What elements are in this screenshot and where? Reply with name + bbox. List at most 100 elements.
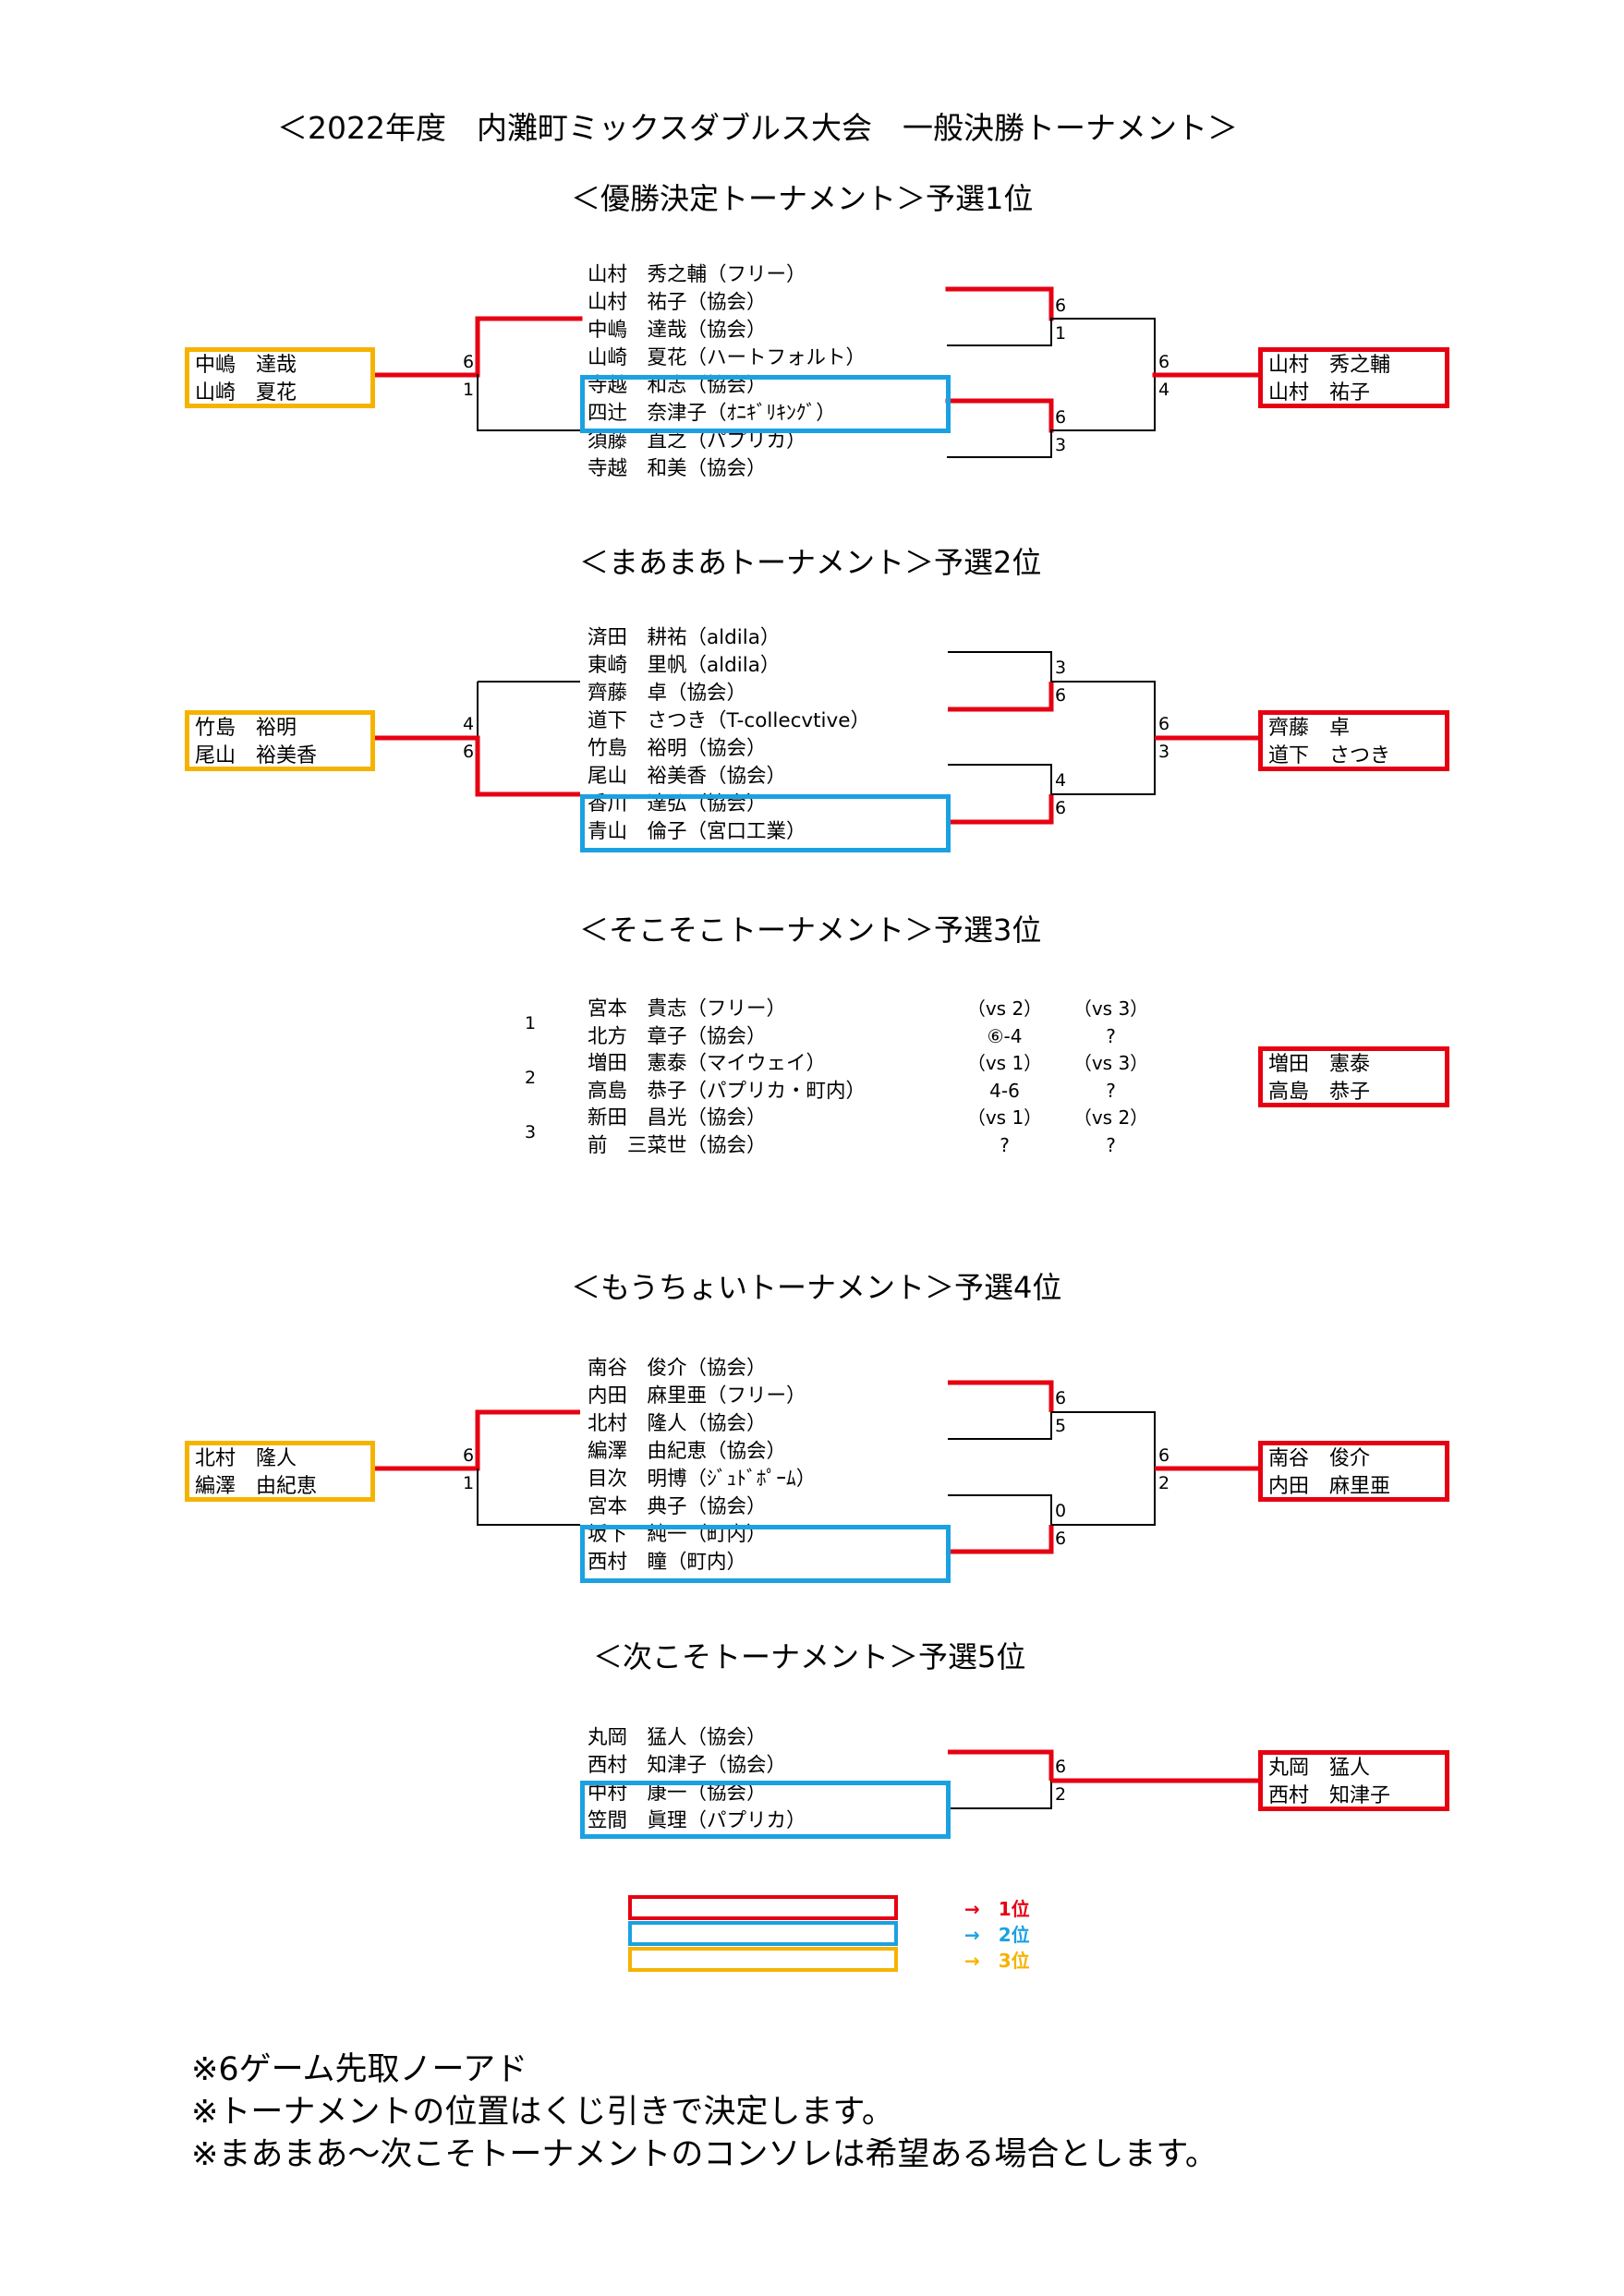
score: 5 (1055, 1416, 1067, 1436)
player-entry: 道下 さつき（T-collecvtive） (588, 709, 870, 732)
player-entry: 中嶋 達哉（協会） (588, 319, 767, 342)
player-entry: 宮本 典子（協会） (588, 1495, 767, 1518)
player-entry: 西村 瞳（町内） (588, 1551, 747, 1574)
score: 3 (1055, 658, 1067, 678)
matrix-row: （vs 1） （vs 2） (951, 1105, 1173, 1132)
team-member: 内田 麻里亜 (1268, 1475, 1391, 1498)
player-entry: 済田 耕祐（aldila） (588, 626, 781, 649)
section-3-title: ＜そこそこトーナメント＞予選3位 (579, 912, 1042, 948)
player-entry: 山崎 夏花（ハートフォルト） (588, 346, 867, 369)
player-entry: 笠間 眞理（パプリカ） (588, 1809, 806, 1832)
player-entry: 寺越 和美（協会） (588, 457, 767, 480)
team-member: 中嶋 達哉 (195, 354, 297, 377)
matrix-cell: 4-6 (989, 1079, 1020, 1102)
player-entry: 宮本 貴志（フリー） (588, 997, 787, 1021)
score: 6 (463, 352, 475, 372)
second-place-highlight (580, 1525, 951, 1583)
score: 6 (1158, 1445, 1170, 1466)
score: 1 (463, 380, 475, 400)
player-entry: 尾山 裕美香（協会） (588, 765, 787, 788)
matrix-cell: （vs 3） (1073, 997, 1149, 1020)
score: 6 (1055, 1388, 1067, 1408)
matrix-cell: ? (1106, 1079, 1116, 1102)
matrix-row: ⑥-4 ? (951, 1023, 1173, 1051)
notes: ※6ゲーム先取ノーアド ※トーナメントの位置はくじ引きで決定します。 ※まあまあ… (191, 2048, 1218, 2176)
matrix-row: 4-6 ? (951, 1078, 1173, 1106)
player-entry: 青山 倫子（宮口工業） (588, 820, 806, 843)
player-entry: 編澤 由紀恵（協会） (588, 1440, 787, 1463)
matrix-cell: （vs 2） (1073, 1106, 1149, 1129)
score: 6 (1055, 798, 1067, 818)
team-member: 南谷 俊介 (1268, 1447, 1371, 1470)
player-entry: 北方 章子（協会） (588, 1024, 767, 1048)
player-entry: 新田 昌光（協会） (588, 1106, 767, 1130)
score: 3 (1158, 742, 1170, 762)
score: 6 (1055, 407, 1067, 428)
player-entry: 東崎 里帆（aldila） (588, 654, 781, 677)
matrix-cell: ? (1106, 1133, 1116, 1156)
matrix-cell: ? (1106, 1024, 1116, 1047)
player-entry: 増田 憲泰（マイウェイ） (588, 1052, 827, 1075)
section-1-player-list: 山村 秀之輔（フリー） 山村 祐子（協会） 中嶋 達哉（協会） 山崎 夏花（ハー… (588, 261, 866, 483)
bracket-4-lines (374, 1380, 1258, 1554)
team-member: 北村 隆人 (195, 1447, 297, 1470)
page-title: ＜2022年度 内灘町ミックスダブルス大会 一般決勝トーナメント＞ (277, 110, 1238, 146)
legend-third-label: → 3位 (964, 1950, 1030, 1972)
pair-number: 2 (525, 1068, 537, 1088)
matrix-cell: （vs 3） (1073, 1052, 1149, 1074)
score: 6 (1158, 352, 1170, 372)
third-place-team: 竹島 裕明 尾山 裕美香 (185, 710, 375, 771)
legend-third-swatch (628, 1947, 898, 1972)
legend-second-swatch (628, 1921, 898, 1946)
team-member: 山崎 夏花 (195, 381, 297, 405)
section-4-title: ＜もうちょいトーナメント＞予選4位 (571, 1270, 1062, 1305)
note-line: ※6ゲーム先取ノーアド (191, 2051, 528, 2088)
player-entry: 山村 秀之輔（フリー） (588, 263, 806, 286)
score: 6 (463, 742, 475, 762)
winner-team: 山村 秀之輔 山村 祐子 (1258, 347, 1449, 408)
legend-second-label: → 2位 (964, 1924, 1030, 1946)
score: 6 (1158, 714, 1170, 734)
round-robin-matrix: （vs 2） （vs 3） ⑥-4 ? （vs 1） （vs 3） 4-6 ? … (951, 996, 1173, 1159)
team-member: 高島 恭子 (1268, 1081, 1371, 1104)
third-place-team: 中嶋 達哉 山崎 夏花 (185, 347, 375, 408)
score: 1 (463, 1473, 475, 1493)
score: 2 (1055, 1784, 1067, 1805)
score: 6 (1055, 685, 1067, 706)
matrix-row: （vs 2） （vs 3） (951, 996, 1173, 1023)
team-member: 編澤 由紀恵 (195, 1475, 318, 1498)
legend-first-label: → 1位 (964, 1898, 1030, 1920)
player-entry: 四辻 奈津子（ｵﾆｷﾞﾘｷﾝｸﾞ） (588, 402, 836, 425)
player-entry: 北村 隆人（協会） (588, 1412, 767, 1435)
matrix-row: ? ? (951, 1132, 1173, 1160)
player-entry: 南谷 俊介（協会） (588, 1357, 767, 1380)
player-entry: 西村 知津子（協会） (588, 1754, 787, 1777)
second-place-highlight (580, 375, 951, 433)
player-entry: 山村 祐子（協会） (588, 291, 767, 314)
third-place-team: 北村 隆人 編澤 由紀恵 (185, 1441, 375, 1502)
score: 4 (1158, 380, 1170, 400)
team-member: 西村 知津子 (1268, 1784, 1391, 1807)
player-entry: 高島 恭子（パプリカ・町内） (588, 1079, 867, 1103)
team-member: 山村 秀之輔 (1268, 354, 1391, 377)
score: 4 (1055, 770, 1067, 791)
section-2-title: ＜まあまあトーナメント＞予選2位 (579, 545, 1042, 580)
section-3-player-list: 宮本 貴志（フリー） 北方 章子（協会） 増田 憲泰（マイウェイ） 高島 恭子（… (588, 996, 866, 1159)
player-entry: 丸岡 猛人（協会） (588, 1726, 767, 1749)
section-5-title: ＜次こそトーナメント＞予選5位 (593, 1639, 1026, 1674)
score: 3 (1055, 435, 1067, 455)
team-member: 竹島 裕明 (195, 717, 297, 740)
matrix-row: （vs 1） （vs 3） (951, 1050, 1173, 1078)
winner-team: 齊藤 卓 道下 さつき (1258, 710, 1449, 771)
player-entry: 中村 康一（協会） (588, 1782, 767, 1805)
player-entry: 内田 麻里亜（フリー） (588, 1384, 806, 1408)
team-member: 道下 さつき (1268, 744, 1391, 767)
matrix-cell: （vs 1） (966, 1106, 1043, 1129)
second-place-highlight (580, 794, 951, 852)
note-line: ※トーナメントの位置はくじ引きで決定します。 (191, 2094, 894, 2131)
pair-number: 3 (525, 1122, 537, 1142)
team-member: 増田 憲泰 (1268, 1053, 1371, 1076)
score: 0 (1055, 1501, 1067, 1521)
team-member: 丸岡 猛人 (1268, 1757, 1371, 1780)
